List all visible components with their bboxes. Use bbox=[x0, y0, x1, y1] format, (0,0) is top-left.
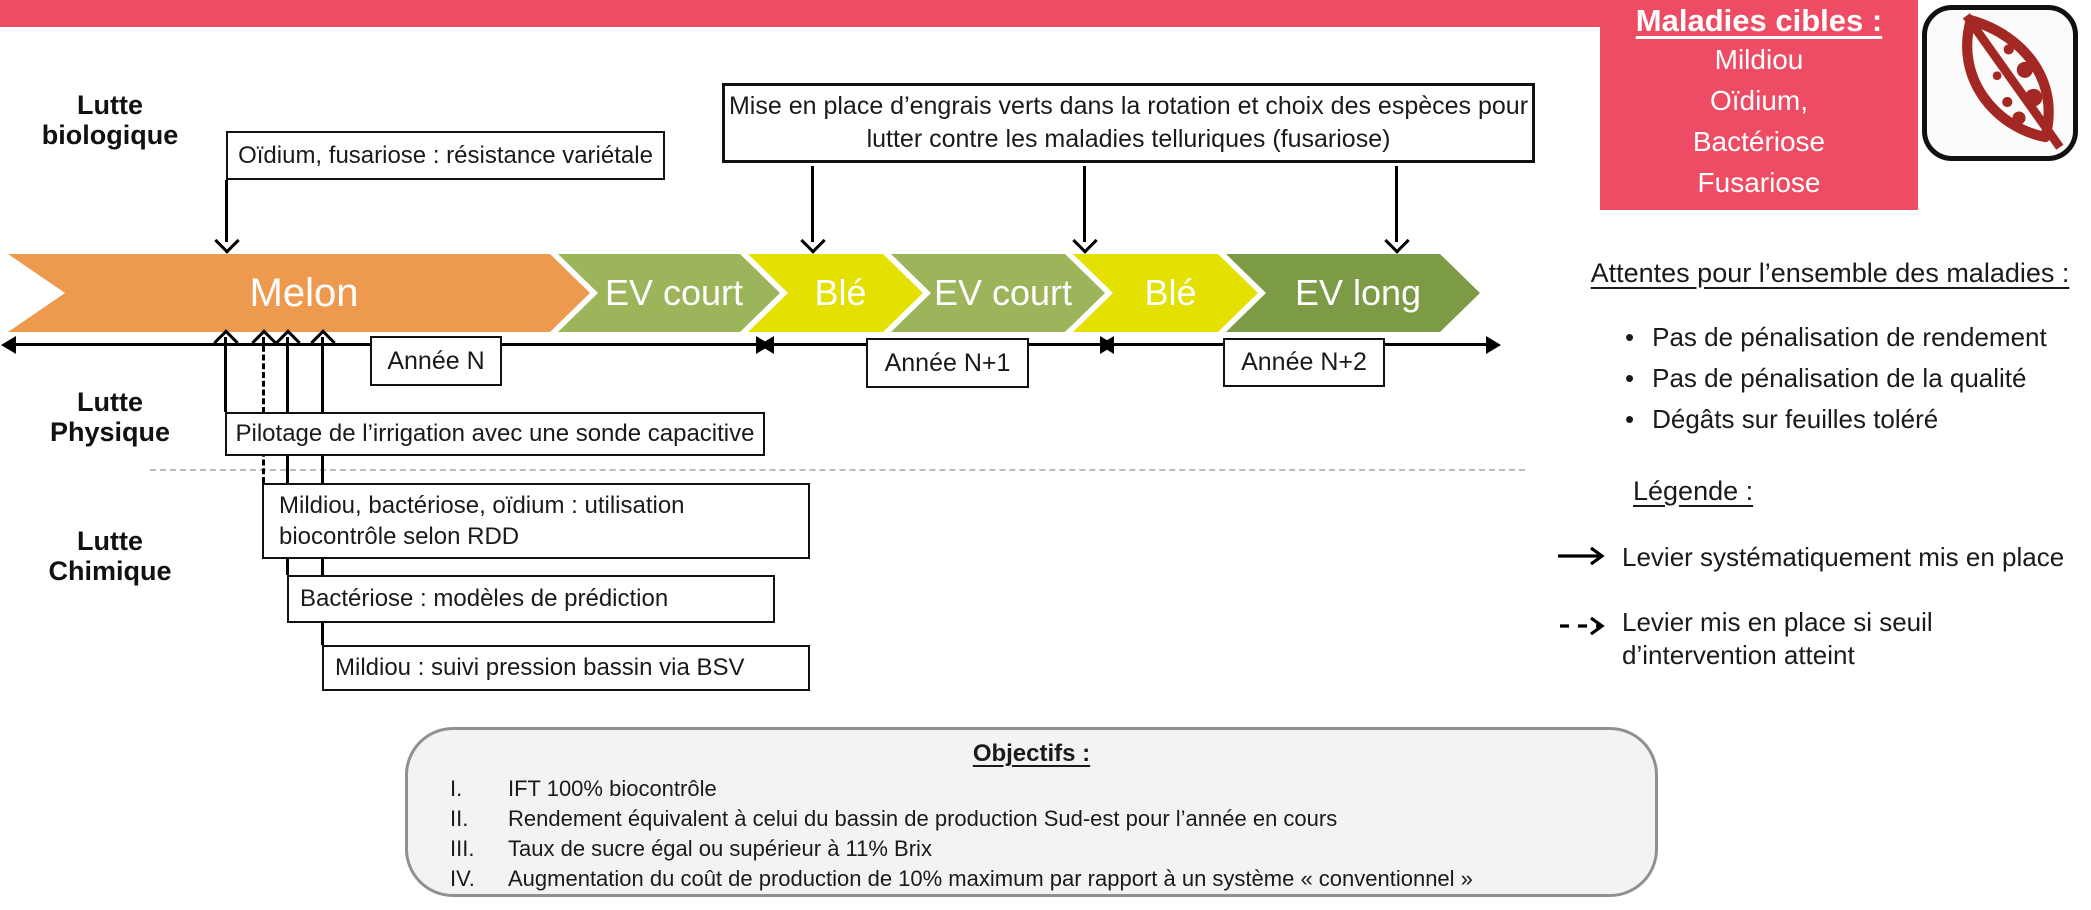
attentes-item-text: Dégâts sur feuilles toléré bbox=[1652, 404, 1939, 434]
row-label-lutte-chimique: Lutte Chimique bbox=[15, 526, 205, 586]
arrowhead-down-icon bbox=[1072, 228, 1098, 254]
objectifs-text: IFT 100% biocontrôle bbox=[508, 776, 717, 801]
arrowhead-up-icon bbox=[251, 329, 277, 355]
attentes-item: • Pas de pénalisation de rendement bbox=[1625, 321, 2085, 354]
chevron-label: EV court bbox=[604, 272, 744, 313]
disease-item: Oïdium, bbox=[1709, 85, 1809, 116]
solid-arrow-icon bbox=[1556, 544, 1614, 568]
attentes-item-text: Pas de pénalisation de rendement bbox=[1652, 322, 2047, 352]
bullet-icon: • bbox=[1625, 404, 1635, 434]
objectifs-item: I. IFT 100% biocontrôle bbox=[450, 774, 1655, 804]
legende-solid-label: Levier systématiquement mis en place bbox=[1622, 542, 2065, 572]
attentes-item-text: Pas de pénalisation de la qualité bbox=[1652, 363, 2027, 393]
arrow-engrais-to-evcourt2 bbox=[1083, 166, 1086, 242]
label-line: Physique bbox=[49, 417, 171, 448]
row-label-lutte-biologique: Lutte biologique bbox=[15, 90, 205, 150]
chevron-label: Blé bbox=[1144, 272, 1197, 313]
objectifs-text: Rendement équivalent à celui du bassin d… bbox=[508, 806, 1338, 831]
chevron-ev-long: EV long bbox=[1226, 254, 1480, 332]
chevron-label: EV court bbox=[933, 272, 1073, 313]
diseased-leaf-icon bbox=[1922, 5, 2078, 161]
top-accent-bar bbox=[0, 0, 1608, 27]
arrow-engrais-to-ble1 bbox=[811, 166, 814, 242]
dashed-arrow-icon bbox=[1556, 614, 1614, 638]
arrow-engrais-to-evlong bbox=[1395, 166, 1398, 242]
arrowhead-down-icon bbox=[214, 228, 240, 254]
chevron-label: Melon bbox=[249, 270, 359, 315]
year-label: Année N+2 bbox=[1241, 348, 1367, 376]
bullet-icon: • bbox=[1625, 363, 1635, 393]
lever-text: Pilotage de l’irrigation avec une sonde … bbox=[235, 420, 755, 447]
objectifs-item: IV. Augmentation du coût de production d… bbox=[450, 864, 1655, 894]
legende-dashed-label: Levier mis en place si seuil d’intervent… bbox=[1622, 606, 1972, 672]
arrowhead-up-icon bbox=[275, 329, 301, 355]
arrow-dashed-biocontrole-to-melon bbox=[262, 337, 265, 483]
objectifs-numeral: IV. bbox=[450, 866, 475, 891]
disease-item: Bactériose bbox=[1692, 126, 1826, 157]
attentes-item: • Pas de pénalisation de la qualité bbox=[1625, 362, 2085, 395]
target-diseases-title: Maladies cibles : bbox=[1635, 3, 1883, 38]
arrow-bacteriose-to-melon bbox=[286, 337, 289, 575]
lever-box-suivi-bsv: Mildiou : suivi pression bassin via BSV bbox=[322, 645, 810, 691]
lever-box-modeles-prediction: Bactériose : modèles de prédiction bbox=[287, 575, 775, 623]
lever-text-line: Mise en place d’engrais verts dans la ro… bbox=[728, 92, 1529, 120]
label-line: Chimique bbox=[48, 556, 172, 587]
lever-text: Bactériose : modèles de prédiction bbox=[300, 585, 669, 612]
label-line: Lutte bbox=[77, 387, 143, 417]
objectifs-title: Objectifs : bbox=[972, 740, 1091, 767]
objectifs-panel: Objectifs : I. IFT 100% biocontrôle II. … bbox=[405, 727, 1658, 897]
disease-item: Fusariose bbox=[1697, 167, 1821, 198]
arrow-pilotage-to-melon bbox=[224, 337, 227, 412]
chevron-label: EV long bbox=[1294, 272, 1422, 313]
year-box-annee-n2: Année N+2 bbox=[1223, 338, 1385, 387]
target-diseases-panel: Maladies cibles : Mildiou Oïdium, Bactér… bbox=[1600, 0, 1918, 210]
lever-box-biocontrole-rdd: Mildiou, bactériose, oïdium : utilisatio… bbox=[262, 483, 810, 559]
objectifs-numeral: II. bbox=[450, 806, 469, 831]
arrowhead-up-icon bbox=[310, 329, 336, 355]
chevron-ev-court-1: EV court bbox=[558, 254, 780, 332]
arrowhead-down-icon bbox=[1384, 228, 1410, 254]
lever-box-engrais-verts: Mise en place d’engrais verts dans la ro… bbox=[722, 83, 1535, 163]
label-line: biologique bbox=[41, 120, 179, 151]
lever-text-line: lutter contre les maladies telluriques (… bbox=[866, 125, 1391, 153]
objectifs-item: II. Rendement équivalent à celui du bass… bbox=[450, 804, 1655, 834]
section-divider bbox=[150, 469, 1525, 471]
arrow-resistance-to-melon bbox=[225, 180, 228, 242]
bullet-icon: • bbox=[1625, 322, 1635, 352]
label-line: Lutte bbox=[77, 526, 143, 556]
attentes-list: • Pas de pénalisation de rendement • Pas… bbox=[1625, 321, 2085, 444]
lever-box-pilotage-irrigation: Pilotage de l’irrigation avec une sonde … bbox=[225, 412, 765, 456]
chevron-melon: Melon bbox=[8, 254, 590, 332]
objectifs-numeral: III. bbox=[450, 836, 475, 861]
lever-text-line: Mildiou, bactériose, oïdium : utilisatio… bbox=[279, 492, 685, 519]
lever-text: Mildiou : suivi pression bassin via BSV bbox=[335, 654, 745, 681]
attentes-title: Attentes pour l’ensemble des maladies : bbox=[1590, 258, 2070, 288]
objectifs-item: III. Taux de sucre égal ou supérieur à 1… bbox=[450, 834, 1655, 864]
year-label: Année N bbox=[387, 346, 485, 375]
row-label-lutte-physique: Lutte Physique bbox=[15, 387, 205, 447]
lever-text: Oïdium, fusariose : résistance variétale bbox=[238, 141, 653, 169]
year-label: Année N+1 bbox=[884, 348, 1011, 377]
legende-dashed-line: Levier mis en place si seuil bbox=[1622, 607, 1933, 637]
attentes-item: • Dégâts sur feuilles toléré bbox=[1625, 403, 2085, 436]
objectifs-numeral: I. bbox=[450, 776, 463, 801]
chevron-label: Blé bbox=[814, 272, 867, 313]
lever-box-resistance-varietale: Oïdium, fusariose : résistance variétale bbox=[226, 131, 665, 180]
objectifs-text: Augmentation du coût de production de 10… bbox=[508, 866, 1473, 891]
legende-dashed-line: d’intervention atteint bbox=[1622, 640, 1855, 670]
year-box-annee-n1: Année N+1 bbox=[866, 338, 1029, 388]
arrowhead-down-icon bbox=[800, 228, 826, 254]
objectifs-text: Taux de sucre égal ou supérieur à 11% Br… bbox=[508, 836, 932, 861]
legende-title: Légende : bbox=[1633, 476, 1754, 506]
disease-item: Mildiou bbox=[1714, 44, 1804, 75]
objectifs-list: I. IFT 100% biocontrôle II. Rendement éq… bbox=[450, 774, 1655, 894]
lever-text-line: biocontrôle selon RDD bbox=[279, 523, 520, 550]
chevron-ev-court-2: EV court bbox=[891, 254, 1105, 332]
year-box-annee-n: Année N bbox=[370, 336, 502, 386]
arrowhead-up-icon bbox=[213, 329, 239, 355]
label-line: Lutte bbox=[77, 90, 143, 120]
